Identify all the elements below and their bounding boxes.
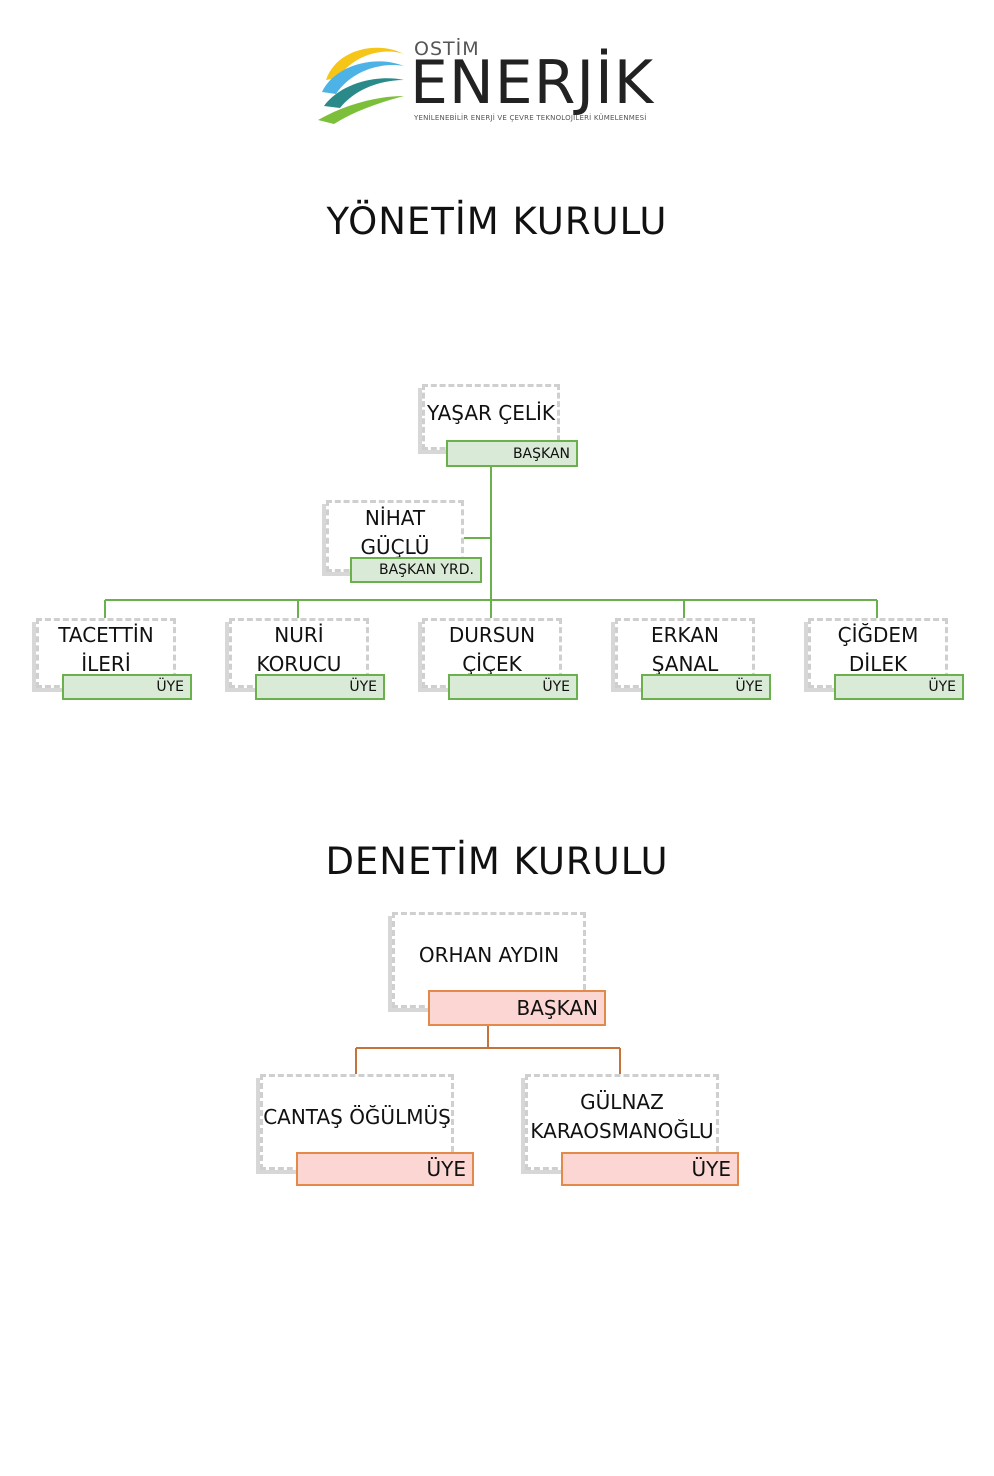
person-name: DURSUN ÇİÇEK	[448, 623, 536, 676]
role-label: BAŞKAN	[446, 440, 578, 467]
person-name: ÇİĞDEM DİLEK	[837, 623, 919, 676]
audit-connectors	[355, 1026, 621, 1074]
role-label: ÜYE	[561, 1152, 739, 1186]
person-name: TACETTİN İLERİ	[58, 623, 154, 676]
role-label: ÜYE	[62, 674, 192, 700]
role-label: ÜYE	[255, 674, 385, 700]
role-label: BAŞKAN	[428, 990, 606, 1026]
person-name: YAŞAR ÇELİK	[426, 400, 556, 425]
person-name: NİHAT GÜÇLÜ	[360, 506, 430, 559]
person-name: GÜLNAZ KARAOSMANOĞLU	[530, 1090, 714, 1143]
person-name: CANTAŞ ÖĞÜLMÜŞ	[263, 1104, 451, 1129]
role-label: ÜYE	[296, 1152, 474, 1186]
logo-mark-icon	[318, 47, 404, 124]
management-connectors	[104, 466, 878, 618]
logo-tagline: YENİLENEBİLİR ENERJİ VE ÇEVRE TEKNOLOJİL…	[414, 114, 647, 122]
logo-name: ENERJİK	[410, 48, 655, 118]
role-label: BAŞKAN YRD.	[350, 557, 482, 583]
logo-top-text: OSTİM	[414, 38, 480, 60]
role-label: ÜYE	[834, 674, 964, 700]
logo: OSTİM ENERJİK YENİLENEBİLİR ENERJİ VE ÇE…	[316, 38, 686, 130]
person-name: ERKAN ŞANAL	[651, 623, 719, 676]
role-label: ÜYE	[641, 674, 771, 700]
person-name: NURİ KORUCU	[256, 623, 342, 676]
role-label: ÜYE	[448, 674, 578, 700]
audit-title: DENETİM KURULU	[325, 840, 669, 883]
person-name: ORHAN AYDIN	[418, 942, 560, 967]
management-title: YÖNETİM KURULU	[326, 200, 668, 243]
